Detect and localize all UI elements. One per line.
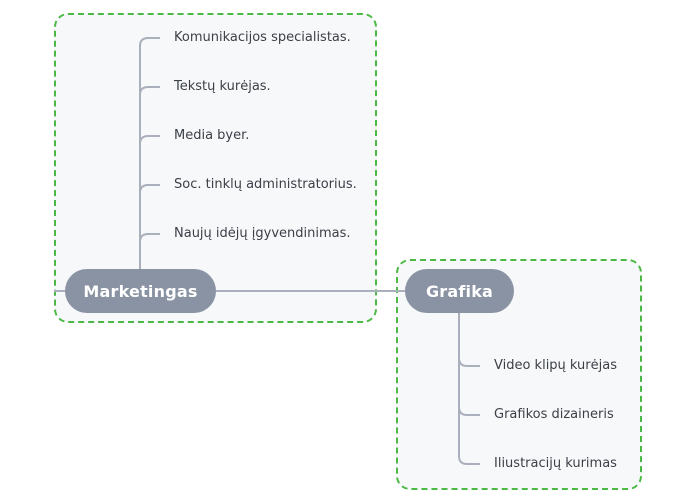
- grafika-item-3[interactable]: Iliustracijų kurimas: [494, 456, 617, 471]
- marketing-node[interactable]: Marketingas: [65, 269, 216, 313]
- marketing-branch-connector-2: [139, 86, 160, 96]
- marketing-branch-connector-3: [139, 135, 160, 145]
- marketing-branch-connector-5: [139, 233, 160, 243]
- grafika-node[interactable]: Grafika: [405, 269, 514, 313]
- grafika-branch-connector-2: [458, 406, 480, 416]
- grafika-item-2[interactable]: Grafikos dizaineris: [494, 407, 614, 422]
- marketing-item-5[interactable]: Naujų idėjų įgyvendinimas.: [174, 226, 351, 241]
- marketing-item-3[interactable]: Media byer.: [174, 128, 250, 143]
- grafika-branch-connector-1: [458, 357, 480, 367]
- marketing-branch-spine: [139, 37, 160, 269]
- grafika-branch-spine: [458, 313, 480, 465]
- marketing-item-1[interactable]: Komunikacijos specialistas.: [174, 30, 351, 45]
- grafika-item-1[interactable]: Video klipų kurėjas: [494, 358, 617, 373]
- marketing-item-4[interactable]: Soc. tinklų administratorius.: [174, 177, 357, 192]
- marketing-branch-connector-4: [139, 184, 160, 194]
- marketing-item-2[interactable]: Tekstų kurėjas.: [174, 79, 271, 94]
